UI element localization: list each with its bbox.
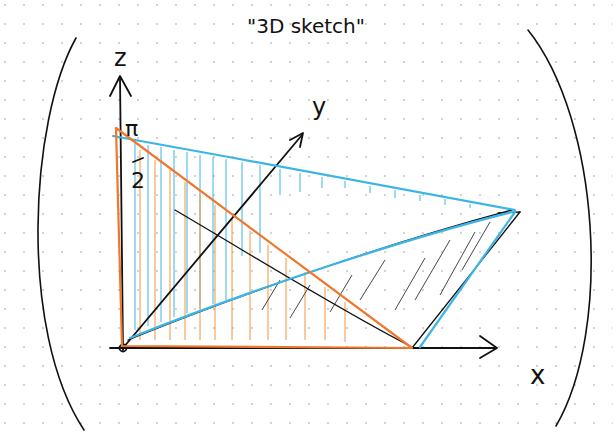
blue-outline xyxy=(113,136,515,347)
sketch-title: "3D sketch" xyxy=(247,16,365,36)
axis-label: z xyxy=(114,46,127,70)
axis-label: x xyxy=(530,362,545,388)
black-hatch xyxy=(262,222,490,318)
axis-label: 2 xyxy=(131,170,145,192)
orange-triangle xyxy=(116,128,412,348)
axis-label: π xyxy=(125,118,138,140)
axis-label: y xyxy=(312,95,326,119)
axes xyxy=(110,76,497,358)
orange-hatch xyxy=(140,150,345,342)
edge-lines xyxy=(128,210,520,348)
parentheses xyxy=(38,30,591,430)
